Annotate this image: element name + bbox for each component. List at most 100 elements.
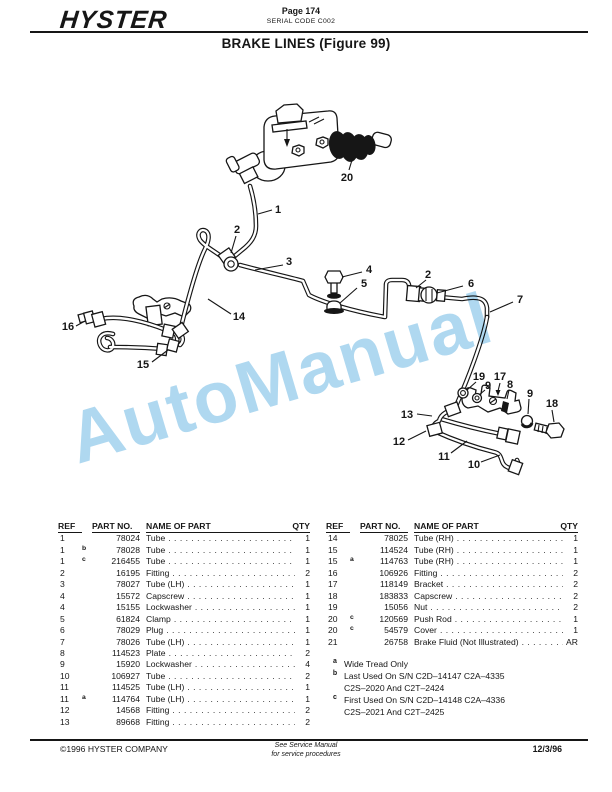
part-name-cell: Capscrew <box>146 590 185 601</box>
ref-cell: 2 <box>60 567 65 578</box>
part-no-cell: 15056 <box>384 602 408 613</box>
ref-cell: 6 <box>60 625 65 636</box>
header-ref: REF <box>58 521 82 534</box>
note-marker <box>82 589 92 600</box>
part-no-cell: 114523 <box>111 647 140 658</box>
footer-rule <box>30 739 588 741</box>
table-row: 1 b 78028 Tube 1 <box>58 545 310 556</box>
dot-leader <box>440 625 563 636</box>
nut-9-right <box>520 414 534 429</box>
tube-end-fittings <box>496 426 524 476</box>
callout-8: 8 <box>507 379 513 391</box>
callout-11: 11 <box>438 451 450 463</box>
callout-leaders <box>75 159 555 463</box>
footnote-marker: c <box>333 693 337 701</box>
ref-cell: 3 <box>60 579 65 590</box>
part-no-cell: 16195 <box>116 567 140 578</box>
header-part-no: PART NO. <box>360 521 408 534</box>
parts-table-right: REF PART NO. NAME OF PART QTY 14 78025 T… <box>326 521 578 718</box>
callout-19: 19 <box>473 371 485 383</box>
part-name-cell: Fitting <box>146 567 170 578</box>
part-no-cell: 14568 <box>116 705 140 716</box>
clamp-5 <box>324 300 344 314</box>
part-name-cell: Tube <box>146 670 166 681</box>
ref-cell: 19 <box>328 602 338 613</box>
header-rule <box>30 31 588 33</box>
ref-cell: 5 <box>60 613 65 624</box>
footnote-line: c First Used On S/N C2D–14148 C2A–4336 <box>326 694 578 706</box>
table-row: 1 c 216455 Tube 1 <box>58 556 310 567</box>
fitting-junction <box>217 246 239 272</box>
note-marker <box>82 635 92 646</box>
part-name-cell: Tube (LH) <box>146 682 185 693</box>
ref-cell: 11 <box>60 682 69 693</box>
note-marker <box>82 669 92 680</box>
dot-leader <box>187 637 295 648</box>
footnote-marker: b <box>332 669 338 677</box>
table-row: 4 15155 Lockwasher 1 <box>58 602 310 613</box>
ref-cell: 18 <box>328 590 338 601</box>
table-row: 18 183833 Capscrew 2 <box>326 591 578 602</box>
table-row: 15 a 114763 Tube (RH) 1 <box>326 556 578 567</box>
part-name-cell: Brake Fluid (Not Illustrated) <box>414 636 519 647</box>
ref-cell: 15 <box>328 544 338 555</box>
part-no-cell: 26758 <box>384 636 408 647</box>
part-name-cell: Tube <box>146 556 166 567</box>
dot-leader <box>457 545 563 556</box>
note-marker <box>82 657 92 668</box>
ref-cell: 20 <box>328 613 338 624</box>
ref-cell: 21 <box>328 636 338 647</box>
note-marker <box>350 589 360 600</box>
ref-cell: 11 <box>60 693 69 704</box>
part-no-cell: 89668 <box>116 716 140 727</box>
qty-cell: 1 <box>573 556 578 567</box>
table-row: 10 106927 Tube 2 <box>58 671 310 682</box>
callout-2: 2 <box>234 224 240 236</box>
dot-leader <box>455 591 563 602</box>
dot-leader <box>166 625 295 636</box>
note-marker <box>350 566 360 577</box>
callout-13: 13 <box>401 409 413 421</box>
part-no-cell: 15920 <box>116 659 140 670</box>
footnote-text: First Used On S/N C2D–14148 C2A–4336 <box>344 694 505 705</box>
table-row: 8 114523 Plate 2 <box>58 648 310 659</box>
serial-code: SERIAL CODE C002 <box>266 18 336 25</box>
part-no-cell: 183833 <box>379 590 408 601</box>
note-marker: c <box>82 556 86 564</box>
nut-19 <box>457 387 469 399</box>
master-cylinder <box>225 103 392 185</box>
push-rod-boot <box>328 131 376 162</box>
header-name: NAME OF PART <box>146 521 211 531</box>
note-marker <box>82 680 92 691</box>
part-no-cell: 78025 <box>384 533 408 544</box>
dot-leader <box>457 533 563 544</box>
filler-cap <box>275 103 304 124</box>
callout-15: 15 <box>137 359 149 371</box>
callout-9: 9 <box>485 380 491 392</box>
dot-leader <box>168 556 295 567</box>
qty-cell: 2 <box>305 647 310 658</box>
page-number: Page 174 <box>281 6 321 16</box>
part-name-cell: Fitting <box>414 567 438 578</box>
callout-7: 7 <box>517 294 523 306</box>
table-row: 15 114524 Tube (RH) 1 <box>326 545 578 556</box>
callout-3: 3 <box>286 256 292 268</box>
ref-cell: 15 <box>328 556 338 567</box>
part-no-cell: 216455 <box>111 556 140 567</box>
part-no-cell: 114763 <box>379 556 408 567</box>
dot-leader <box>195 602 295 613</box>
ref-cell: 13 <box>60 716 70 727</box>
dot-leader <box>440 568 563 579</box>
figure-title: BRAKE LINES (Figure 99) <box>221 36 391 51</box>
part-name-cell: Capscrew <box>414 590 453 601</box>
note-marker <box>350 577 360 588</box>
footnote-marker <box>326 680 344 692</box>
parts-table-left: REF PART NO. NAME OF PART QTY 1 78024 Tu… <box>58 521 310 728</box>
qty-cell: 2 <box>573 579 578 590</box>
callout-20: 20 <box>341 172 353 184</box>
ref-cell: 16 <box>328 567 338 578</box>
dot-leader <box>168 545 295 556</box>
table-row: 21 26758 Brake Fluid (Not Illustrated) A… <box>326 637 578 648</box>
note-marker <box>350 635 360 646</box>
